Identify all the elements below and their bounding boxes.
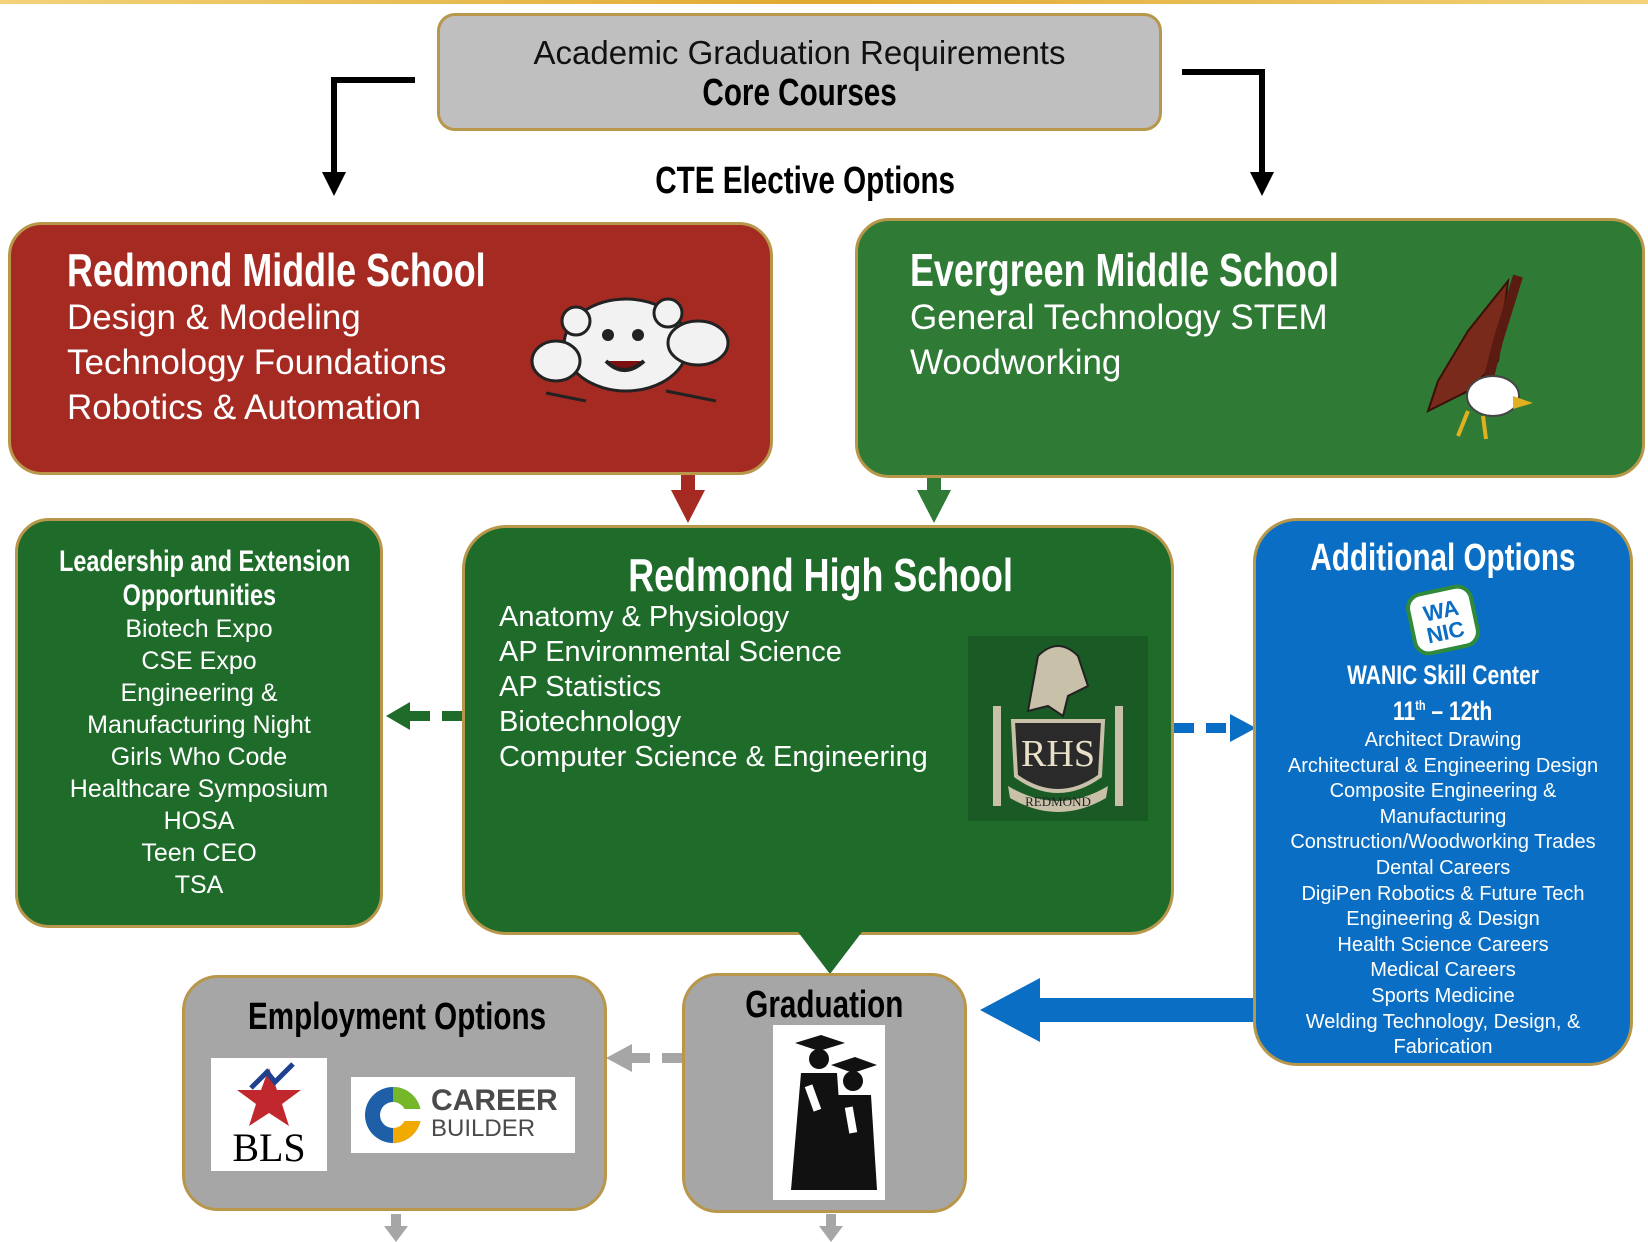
- leadership-item: HOSA: [163, 807, 235, 835]
- additional-item: Fabrication: [1393, 1036, 1493, 1059]
- additional-item: Welding Technology, Design, &: [1305, 1010, 1581, 1033]
- employment-title: Employment Options: [248, 996, 547, 1038]
- arrow-gray-stem-1: [391, 1214, 401, 1230]
- leadership-item: Biotech Expo: [125, 615, 273, 643]
- additional-item: Composite Engineering &: [1329, 780, 1557, 803]
- leadership-item: CSE Expo: [141, 647, 257, 675]
- top-border-line: [0, 0, 1648, 4]
- additional-item: Engineering & Design: [1346, 908, 1540, 931]
- arrowhead-core-left: [322, 172, 346, 196]
- redmond-hs-course: AP Environmental Science: [499, 636, 842, 668]
- evergreen-ms-course: Woodworking: [910, 343, 1122, 382]
- additional-title: Additional Options: [1310, 537, 1576, 579]
- leadership-extension-box: Leadership and Extension Opportunities B…: [15, 518, 383, 928]
- evergreen-ms-course: General Technology STEM: [910, 298, 1328, 337]
- additional-item: Health Science Careers: [1337, 933, 1549, 956]
- arrowhead-core-right: [1250, 172, 1274, 196]
- bls-star-icon: [237, 1062, 301, 1126]
- leadership-title-line2: Opportunities: [122, 579, 276, 612]
- arrowhead-blue: [980, 978, 1040, 1042]
- core-courses-box: Academic Graduation Requirements Core Co…: [437, 13, 1162, 131]
- additional-item: Construction/Woodworking Trades: [1290, 831, 1596, 854]
- additional-item: Medical Careers: [1370, 959, 1516, 982]
- bls-text: BLS: [232, 1125, 306, 1170]
- careerbuilder-line2: BUILDER: [431, 1115, 536, 1142]
- evergreen-middle-school-box: Evergreen Middle School General Technolo…: [855, 218, 1645, 478]
- redmond-ms-course: Technology Foundations: [67, 343, 447, 382]
- leadership-item: TSA: [174, 871, 224, 899]
- leadership-item: Manufacturing Night: [87, 711, 311, 739]
- arrowhead-gray-down-1: [384, 1226, 408, 1242]
- arrow-blue-stem: [1030, 998, 1256, 1022]
- leadership-item: Teen CEO: [141, 839, 257, 867]
- arrow-green-stem: [927, 473, 941, 493]
- hs-to-graduation-pointer: [795, 928, 865, 974]
- additional-item: Dental Careers: [1375, 856, 1511, 879]
- evergreen-ms-title: Evergreen Middle School: [910, 244, 1339, 296]
- rhs-crest-icon: RHS REDMOND: [968, 636, 1148, 821]
- additional-item: Sports Medicine: [1371, 984, 1515, 1007]
- crest-banner: REDMOND: [1025, 794, 1091, 809]
- bls-logo: BLS: [211, 1058, 327, 1171]
- core-subtitle: Core Courses: [702, 72, 897, 114]
- additional-item: Architectural & Engineering Design: [1287, 754, 1599, 777]
- arrowhead-dashed-green: [386, 702, 410, 730]
- wanic-grades: 11th – 12th: [1393, 696, 1493, 726]
- additional-options-box: Additional Options WA NIC WANIC Skill Ce…: [1253, 518, 1633, 1066]
- arrowhead-gray-down-2: [819, 1226, 843, 1242]
- redmond-hs-course: Biotechnology: [499, 706, 682, 738]
- bear-mascot-icon: [530, 297, 730, 403]
- redmond-ms-course: Design & Modeling: [67, 298, 361, 337]
- careerbuilder-line1: CAREER: [431, 1084, 558, 1117]
- core-title: Academic Graduation Requirements: [533, 34, 1066, 71]
- careerbuilder-logo: CAREER BUILDER: [351, 1077, 575, 1153]
- additional-item: DigiPen Robotics & Future Tech: [1301, 882, 1585, 905]
- arrow-gray-stem-2: [826, 1214, 836, 1230]
- arrow-core-to-evergreen-ms: [1182, 69, 1265, 180]
- arrowhead-green: [917, 490, 951, 523]
- redmond-hs-course: Anatomy & Physiology: [499, 601, 790, 633]
- careerbuilder-icon: [365, 1087, 423, 1143]
- redmond-ms-title: Redmond Middle School: [67, 244, 486, 296]
- cte-heading-wrap: CTE Elective Options: [580, 160, 1030, 203]
- arrow-red-stem: [681, 473, 695, 493]
- eagle-mascot-icon: [1426, 274, 1533, 440]
- employment-options-box: Employment Options BLS CAREER BUILDER: [182, 975, 607, 1211]
- crest-letters: RHS: [1021, 733, 1095, 775]
- redmond-ms-course: Robotics & Automation: [67, 388, 422, 427]
- redmond-high-school-box: Redmond High School Anatomy & Physiology…: [462, 525, 1174, 935]
- arrowhead-red: [671, 490, 705, 523]
- redmond-middle-school-box: Redmond Middle School Design & Modeling …: [8, 222, 773, 475]
- leadership-item: Engineering &: [120, 679, 278, 707]
- graduation-title: Graduation: [745, 984, 904, 1026]
- redmond-hs-course: Computer Science & Engineering: [499, 741, 928, 773]
- additional-item: Manufacturing: [1379, 805, 1507, 828]
- redmond-hs-title: Redmond High School: [628, 549, 1014, 601]
- graduation-box: Graduation: [682, 973, 967, 1213]
- wanic-center-name: WANIC Skill Center: [1347, 660, 1539, 690]
- additional-item: Architect Drawing: [1364, 729, 1522, 751]
- arrowhead-gray-left: [606, 1044, 632, 1072]
- wanic-logo-icon: WA NIC: [1406, 584, 1480, 656]
- leadership-item: Girls Who Code: [110, 743, 288, 771]
- redmond-hs-course: AP Statistics: [499, 671, 662, 703]
- graduates-icon: [773, 1025, 885, 1200]
- leadership-title-line1: Leadership and Extension: [59, 545, 351, 578]
- cte-heading: CTE Elective Options: [655, 160, 955, 202]
- arrowhead-dashed-blue: [1230, 714, 1256, 742]
- arrow-core-to-redmond-ms: [331, 77, 415, 180]
- leadership-item: Healthcare Symposium: [69, 775, 329, 803]
